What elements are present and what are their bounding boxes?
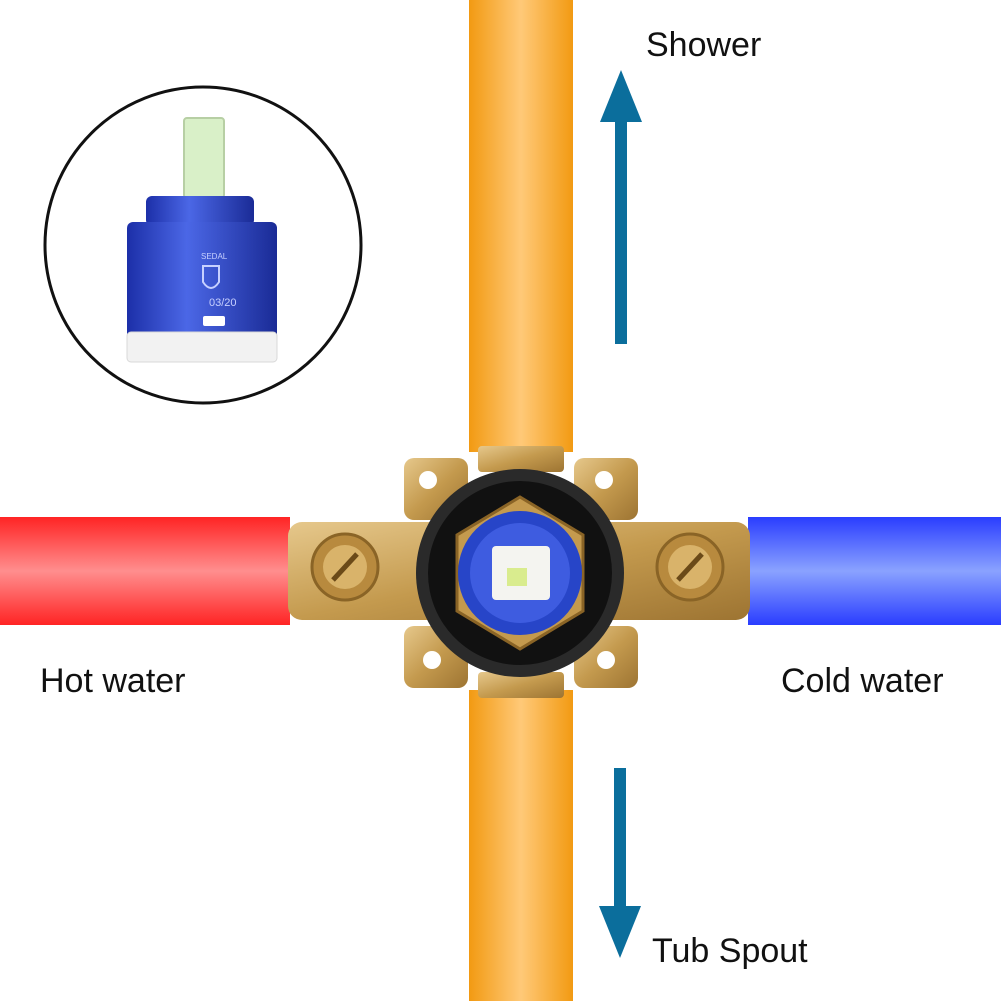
hot-water-label: Hot water <box>40 662 186 700</box>
cold-water-pipe <box>748 517 1001 625</box>
valve-body <box>288 446 750 698</box>
tub-spout-arrow-icon <box>599 768 641 958</box>
shower-label: Shower <box>646 26 762 64</box>
shower-pipe <box>469 0 573 452</box>
tub-spout-label: Tub Spout <box>652 932 808 970</box>
cartridge-brand: SEDAL <box>201 252 228 261</box>
tub-spout-pipe <box>469 690 573 1001</box>
cartridge-logo-icon <box>202 265 220 289</box>
shower-arrow-icon <box>600 70 642 344</box>
cartridge-code: 03/20 <box>209 297 237 309</box>
hot-water-pipe <box>0 517 290 625</box>
cartridge-inset: SEDAL 03/20 <box>43 85 363 405</box>
cold-water-label: Cold water <box>781 662 944 700</box>
